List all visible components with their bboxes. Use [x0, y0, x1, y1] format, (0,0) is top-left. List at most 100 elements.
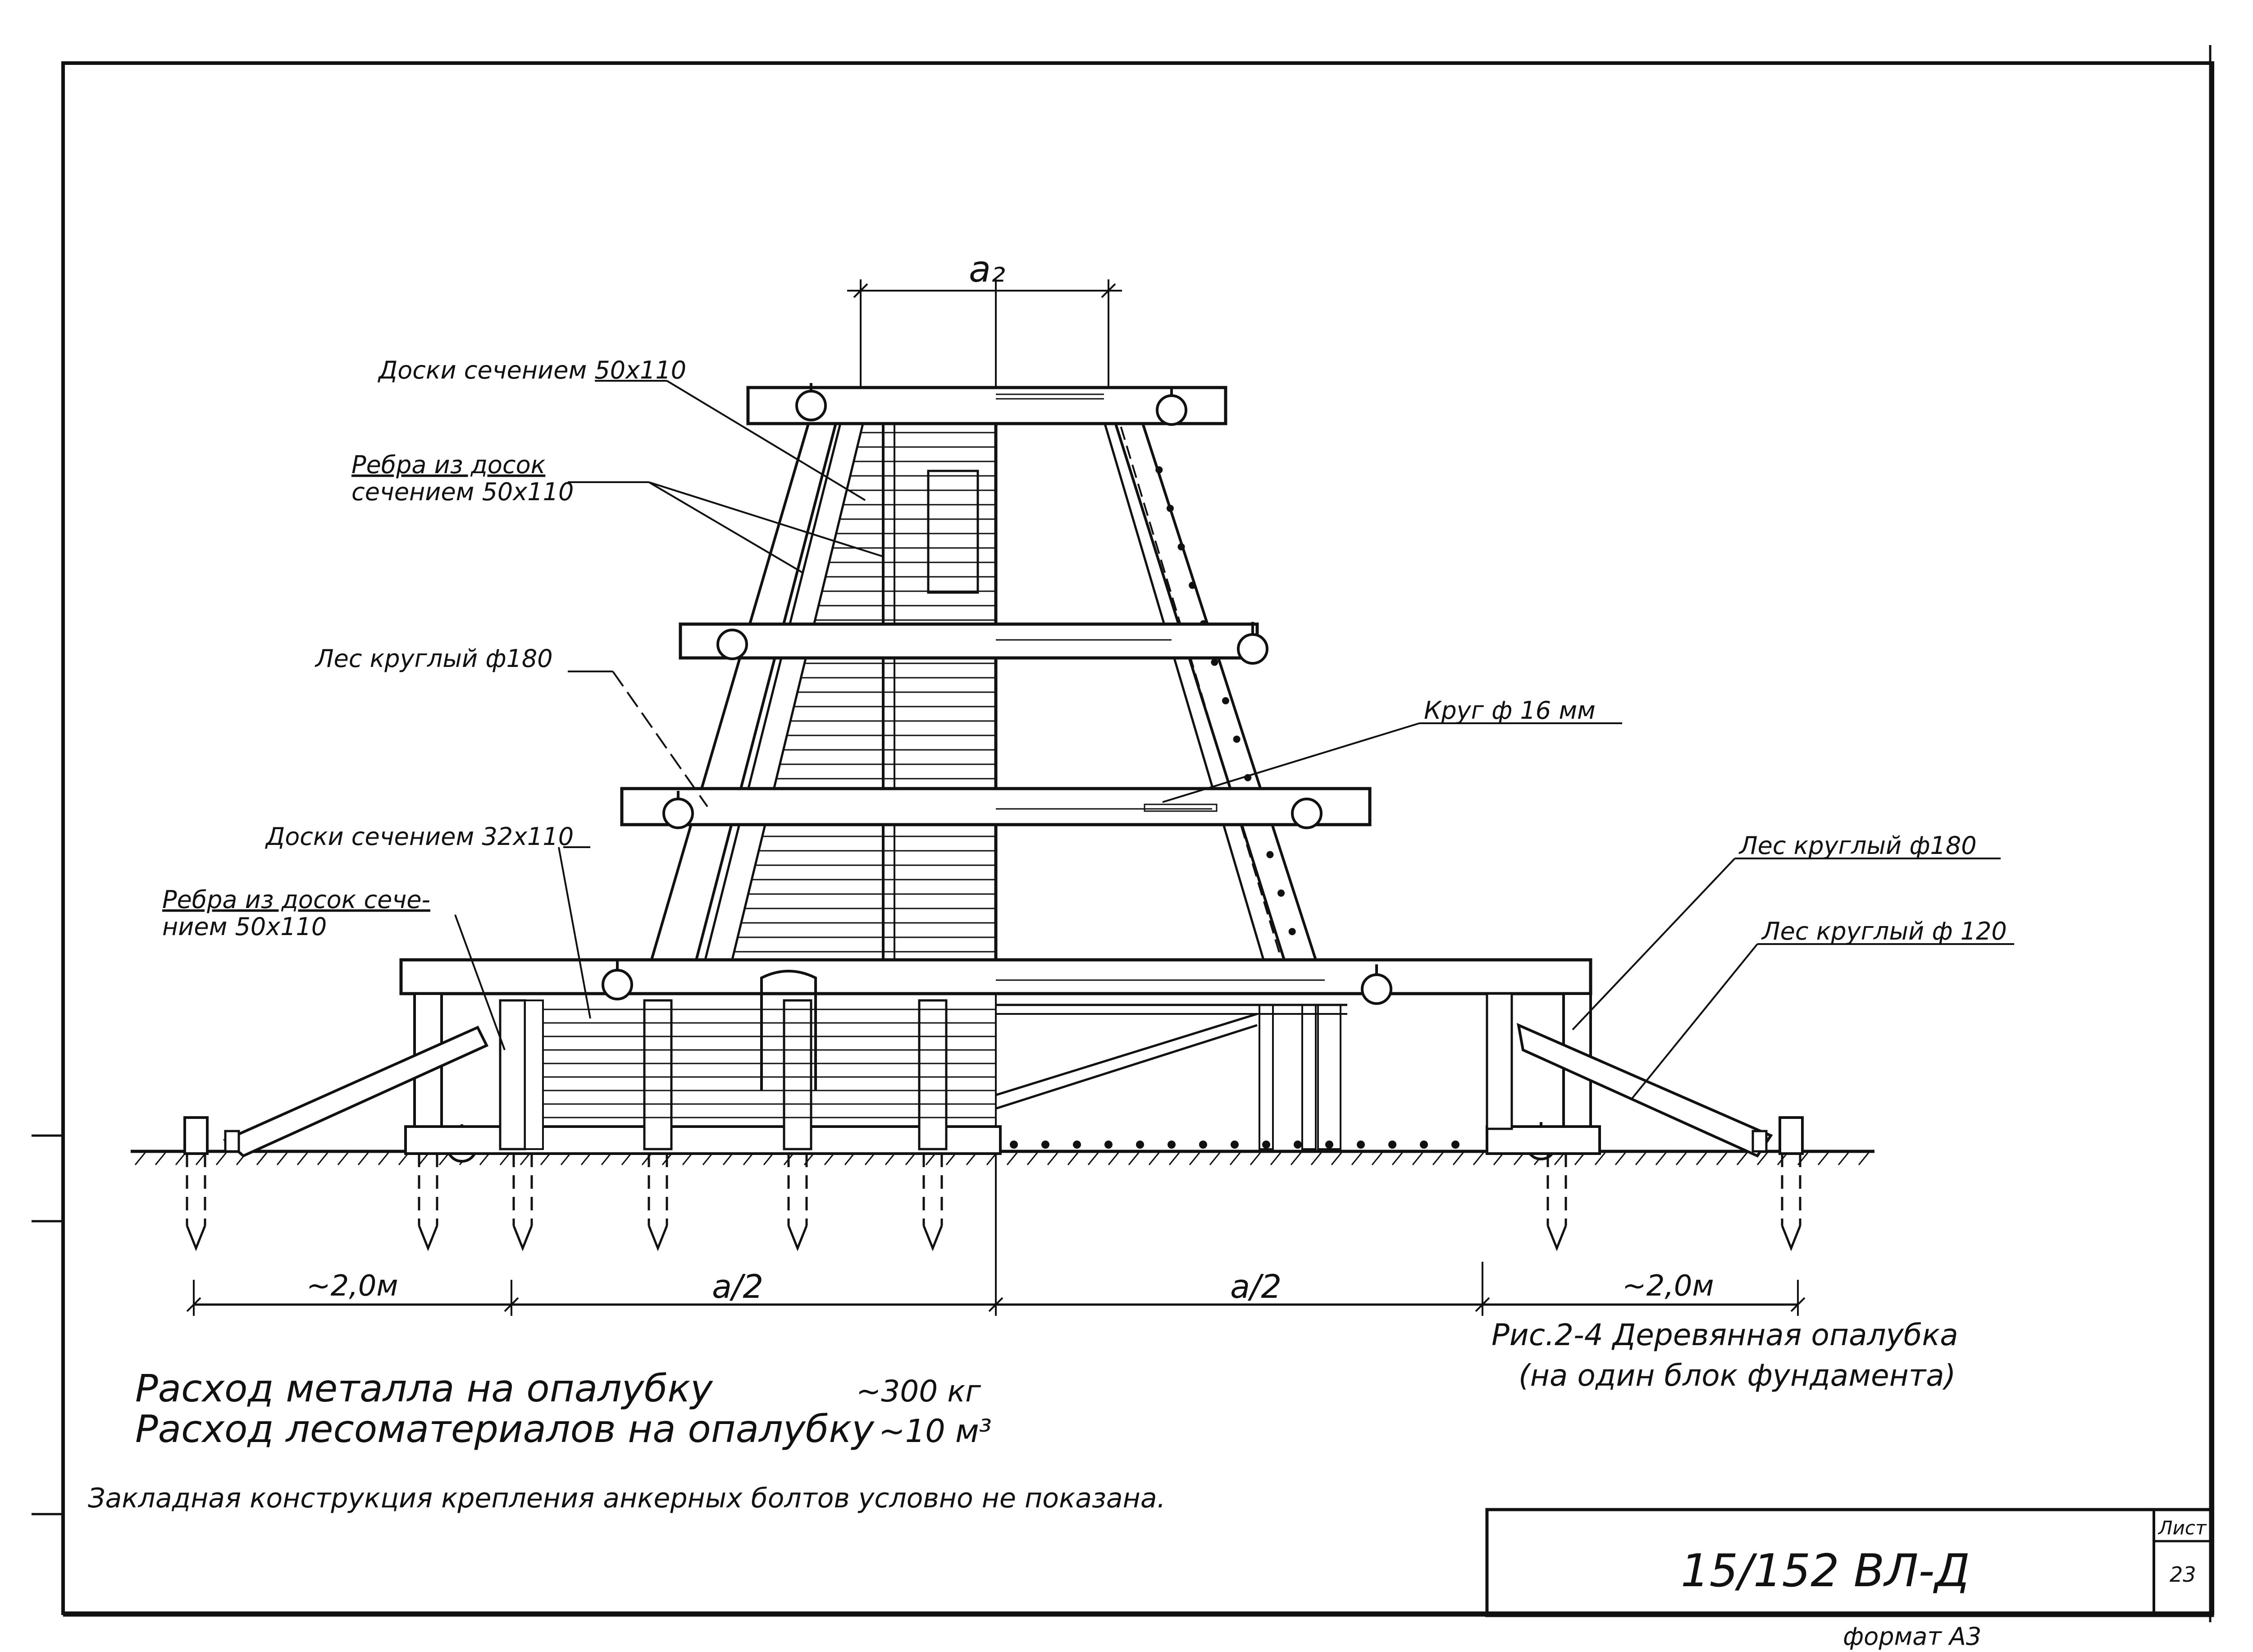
ground-hatch-mark	[1047, 1152, 1058, 1165]
ground-hatch-mark	[1026, 1152, 1038, 1165]
callout-ribs-lower-line1: Ребра из досок сече-	[162, 885, 430, 914]
title-block	[1485, 1508, 2214, 1617]
ground-hatch-mark	[1168, 1152, 1180, 1165]
timber-consumption-value: ~10 м³	[879, 1413, 992, 1450]
bottom-rebar-dots	[1010, 1141, 1459, 1149]
bottom-rebar-dot	[1199, 1141, 1207, 1149]
ground-hatch-mark	[1250, 1152, 1261, 1165]
rebar-dot	[1233, 735, 1241, 743]
dimension-a-half-left: a/2	[712, 1268, 763, 1305]
ground-hatch-mark	[1675, 1152, 1687, 1165]
ground-hatch-mark	[296, 1152, 308, 1165]
ground-hatch-mark	[1473, 1152, 1484, 1165]
figure-caption-line2: (на один блок фундамента)	[1519, 1358, 1956, 1393]
callout-round-timber-left: Лес круглый ф180	[315, 644, 553, 673]
dimension-a-half-right: a/2	[1230, 1268, 1282, 1305]
dimension-left-2m: ~2,0м	[306, 1269, 398, 1303]
ground-line	[131, 1150, 1874, 1165]
rebar-dot	[1155, 466, 1163, 474]
ground-hatch-mark	[1736, 1152, 1748, 1165]
callout-ribs-line1: Ребра из досок	[351, 451, 546, 479]
callout-rod: Круг ф 16 мм	[1424, 696, 1596, 725]
ground-hatch-mark	[1229, 1152, 1241, 1165]
paper-format: формат А3	[1843, 1622, 1981, 1650]
bottom-rebar-dot	[1010, 1141, 1018, 1149]
ground-hatch-mark	[1838, 1152, 1849, 1165]
ground-hatch-mark	[1148, 1152, 1160, 1165]
timber-consumption-label: Расход лесоматериалов на опалубку	[135, 1407, 875, 1451]
bottom-rebar-dot	[1325, 1141, 1333, 1149]
rebar-dot	[1189, 581, 1196, 589]
callout-ribs-line2: сечением 50х110	[351, 478, 574, 506]
ground-hatch-mark	[317, 1152, 328, 1165]
ground-hatch-mark	[1189, 1152, 1200, 1165]
callout-round-timber-120: Лес круглый ф 120	[1761, 917, 2007, 945]
ground-hatch-mark	[1412, 1152, 1423, 1165]
stake-tip	[648, 1225, 668, 1251]
ground-hatch-mark	[1696, 1152, 1707, 1165]
pyramid-formwork	[647, 400, 1318, 987]
ground-hatch-mark	[256, 1152, 268, 1165]
embedded-structure-note: Закладная конструкция крепления анкерных…	[88, 1483, 1166, 1514]
bottom-rebar-dot	[1294, 1141, 1302, 1149]
stake-tip	[512, 1225, 533, 1251]
bottom-rebar-dot	[1388, 1141, 1396, 1149]
ground-hatch-mark	[155, 1152, 166, 1165]
ground-hatch-mark	[1817, 1152, 1829, 1165]
ground-hatch-mark	[215, 1152, 227, 1165]
callout-boards-32x110: Доски сечением 32х110	[265, 822, 574, 851]
callout-round-timber-180: Лес круглый ф180	[1738, 831, 1977, 860]
callout-ribs-lower-line2: нием 50х110	[162, 913, 327, 941]
title-block-text: 15/152 ВЛ-Д Лист 23 формат А3	[1681, 1517, 2207, 1651]
stake-tip	[418, 1225, 438, 1251]
figure-caption: Рис.2-4 Деревянная опалубка (на один бло…	[1491, 1318, 1958, 1393]
rebar-dot	[1266, 851, 1274, 858]
dimension-right-2m: ~2,0м	[1622, 1269, 1714, 1303]
ground-hatch-mark	[1432, 1152, 1444, 1165]
bottom-rebar-dot	[1451, 1141, 1459, 1149]
bottom-rebar-dot	[1231, 1141, 1239, 1149]
metal-consumption-label: Расход металла на опалубку	[135, 1366, 713, 1410]
ground-hatch-mark	[1371, 1152, 1383, 1165]
stake-tip	[1546, 1225, 1567, 1251]
bottom-rebar-dot	[1041, 1141, 1049, 1149]
ground-hatch-mark	[1351, 1152, 1363, 1165]
bottom-rebar-dot	[1073, 1141, 1081, 1149]
material-notes: Расход металла на опалубку ~300 кг Расхо…	[88, 1366, 1166, 1514]
rebar-dot	[1277, 889, 1285, 897]
stake-tip	[787, 1225, 808, 1251]
metal-consumption-value: ~300 кг	[856, 1374, 981, 1409]
base-planks	[543, 1009, 996, 1118]
ground-hatch-mark	[1087, 1152, 1099, 1165]
ground-hatch-mark	[1310, 1152, 1322, 1165]
ground-hatch-mark	[378, 1152, 389, 1165]
ground-hatch-mark	[1108, 1152, 1119, 1165]
ground-hatch-mark	[1614, 1152, 1626, 1165]
bottom-rebar-dot	[1357, 1141, 1365, 1149]
board-planks	[734, 432, 996, 953]
base-box-formwork	[404, 970, 1601, 1155]
sheet-label: Лист	[2157, 1517, 2207, 1539]
drawing-code: 15/152 ВЛ-Д	[1681, 1544, 1970, 1597]
stake-tip	[1781, 1225, 1801, 1251]
bottom-rebar-dot	[1262, 1141, 1270, 1149]
top-dimension: a₂	[847, 248, 1122, 388]
ground-hatch-mark	[1756, 1152, 1768, 1165]
bottom-rebar-dot	[1104, 1141, 1113, 1149]
bottom-dimension-line: ~2,0м a/2 a/2 ~2,0м	[186, 1262, 1806, 1316]
bottom-rebar-dot	[1420, 1141, 1428, 1149]
bottom-rebar-dot	[1168, 1141, 1176, 1149]
rebar-dot	[1177, 543, 1185, 551]
ground-hatch-mark	[1209, 1152, 1221, 1165]
ground-hatch-mark	[1655, 1152, 1667, 1165]
sheet-number: 23	[2170, 1562, 2196, 1587]
bottom-rebar-dot	[1136, 1141, 1144, 1149]
ground-hatch-mark	[276, 1152, 288, 1165]
ground-hatch-mark	[1716, 1152, 1728, 1165]
ground-hatch-mark	[1331, 1152, 1342, 1165]
dimension-a2: a₂	[969, 248, 1005, 290]
ground-hatch-mark	[1594, 1152, 1606, 1165]
leader-lines	[454, 380, 2014, 1100]
ground-hatch-mark	[1858, 1152, 1870, 1165]
